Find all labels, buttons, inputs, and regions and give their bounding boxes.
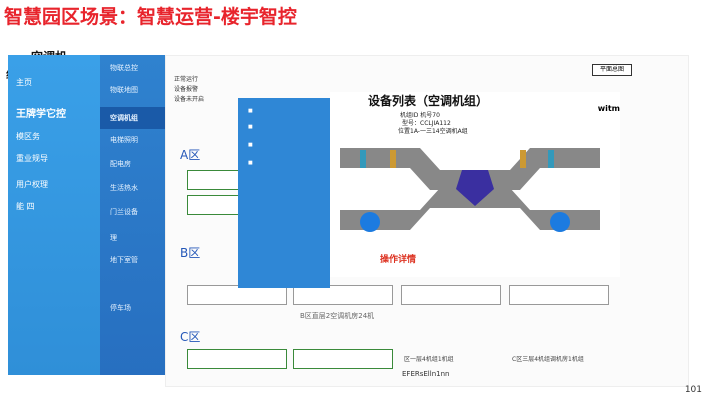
- zone-c: C区: [180, 330, 201, 344]
- d-row-label: EFERsElln1nn: [402, 370, 450, 378]
- fan-left: [360, 212, 380, 232]
- nav-parking[interactable]: 停车场: [110, 304, 131, 312]
- plan-view-button[interactable]: 平面总图: [592, 64, 632, 76]
- b-row-label: B区直层2空调机房24机: [300, 312, 375, 320]
- fan-right: [550, 212, 570, 232]
- menu-item-key[interactable]: 重业规导: [16, 154, 48, 163]
- mini-item[interactable]: ■: [248, 108, 253, 114]
- nav-manage[interactable]: 理: [110, 234, 117, 242]
- device-brand: witm: [597, 104, 620, 113]
- mini-item[interactable]: ■: [248, 124, 253, 130]
- menu-item-energy[interactable]: 能 四: [16, 202, 35, 211]
- cell-b3[interactable]: [401, 285, 501, 305]
- page-title: 智慧园区场景：智慧运营-楼宇智控 -空调机 组: [4, 6, 314, 81]
- heat-exchanger: [456, 170, 494, 206]
- ahu-diagram: [340, 148, 600, 232]
- legend-off: 设备未开启: [174, 96, 205, 103]
- nav-iot-map[interactable]: 物联地图: [110, 86, 138, 94]
- mini-item[interactable]: ■: [248, 142, 253, 148]
- cell-c1[interactable]: [187, 349, 287, 369]
- nav-hotwater[interactable]: 生活热水: [110, 184, 138, 192]
- duct-lower: [340, 188, 600, 230]
- menu-item-service[interactable]: 模区务: [16, 132, 40, 141]
- heater-left: [390, 150, 396, 168]
- nav-elevator[interactable]: 电梯照明: [110, 136, 138, 144]
- mini-item[interactable]: ■: [248, 160, 253, 166]
- device-line3: 位置1A-一三14空调机A组: [398, 128, 468, 135]
- operation-detail[interactable]: 操作详情: [380, 255, 417, 265]
- cell-b4[interactable]: [509, 285, 609, 305]
- zone-a: A区: [180, 148, 201, 162]
- legend-running: 正常运行: [174, 76, 199, 83]
- sub-menu-highlight: [100, 107, 166, 129]
- page-number: 101: [684, 385, 702, 395]
- device-detail-panel: 设备列表（空调机组） 机组ID 机号70 型号：CCLJIA112 位置1A-一…: [330, 92, 620, 277]
- cell-b2[interactable]: [293, 285, 393, 305]
- menu-item-home[interactable]: 主页: [16, 78, 32, 87]
- device-heading: 设备列表（空调机组）: [368, 94, 489, 108]
- heater-right: [520, 150, 526, 168]
- duct-upper: [340, 148, 600, 190]
- nav-power[interactable]: 配电房: [110, 160, 131, 168]
- legend-alarm: 设备报警: [174, 86, 199, 93]
- legend: 正常运行 设备报警 设备未开启: [174, 75, 204, 105]
- c-row-label2: C区三层4机组调机房1机组: [512, 356, 584, 363]
- device-line1: 机组ID 机号70: [400, 112, 440, 119]
- cell-b1[interactable]: [187, 285, 287, 305]
- filter-left: [360, 150, 366, 168]
- zone-b: B区: [180, 246, 201, 260]
- sub-menu-panel: 物联总控 物联地图 空调机组 电梯照明 配电房 生活热水 门兰设备 理 地下室管…: [100, 55, 166, 375]
- menu-item-user[interactable]: 用户权理: [16, 180, 48, 189]
- device-line2: 型号：CCLJIA112: [402, 120, 451, 127]
- title-main: 智慧园区场景：智慧运营-楼宇智控: [4, 6, 297, 28]
- filter-right: [548, 150, 554, 168]
- mini-sidebar: ■ ■ ■ ■: [238, 98, 330, 288]
- nav-basement[interactable]: 地下室管: [110, 256, 138, 264]
- c-row-label1: 区一层4机组1机组: [404, 356, 454, 363]
- nav-iot-control[interactable]: 物联总控: [110, 64, 138, 72]
- cell-c2[interactable]: [293, 349, 393, 369]
- nav-ac[interactable]: 空调机组: [110, 114, 138, 122]
- nav-door[interactable]: 门兰设备: [110, 208, 138, 216]
- menu-item-smart[interactable]: 王牌学它控: [16, 109, 66, 120]
